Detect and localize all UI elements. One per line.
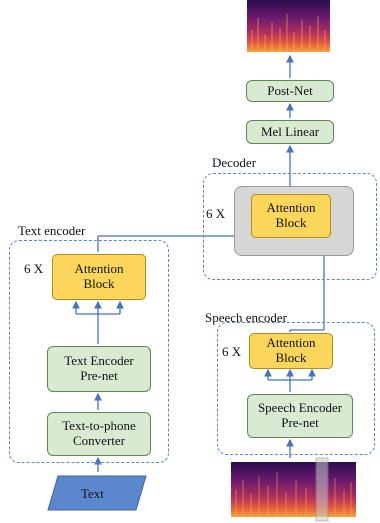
post-net-block: Post-Net [246, 80, 334, 102]
text-encoder-prenet-block: Text Encoder Pre-net [47, 346, 151, 392]
decoder-attention-block: Attention Block [251, 194, 331, 238]
text-encoder-group [9, 240, 169, 463]
speech-encoder-group [217, 322, 375, 455]
speech-prenet-line1: Speech Encoder [257, 400, 343, 416]
decoder-attention-line1: Attention [266, 200, 316, 216]
speech-attention-block: Attention Block [249, 333, 333, 369]
text-input-shape [47, 475, 147, 511]
text-encoder-label: Text encoder [18, 223, 86, 238]
text-encoder-repeat-count: 6 X [24, 261, 44, 276]
decoder-attention-line2: Block [275, 215, 307, 230]
ttp-line1: Text-to-phone [62, 418, 136, 434]
decoder-label: Decoder [212, 155, 257, 170]
input-spectrogram-image [231, 457, 356, 522]
output-spectrogram-image [247, 0, 330, 52]
speech-encoder-label: Speech encoder [205, 310, 287, 325]
text-prenet-line2: Pre-net [80, 368, 118, 383]
speech-attention-line2: Block [275, 350, 307, 365]
text-attention-line2: Block [83, 276, 115, 291]
decoder-repeat-count: 6 X [206, 206, 226, 221]
speech-attention-line1: Attention [266, 335, 316, 351]
text-prenet-line1: Text Encoder [64, 353, 134, 369]
speech-encoder-prenet-block: Speech Encoder Pre-net [247, 394, 353, 438]
post-net-label: Post-Net [267, 82, 313, 98]
mel-linear-label: Mel Linear [260, 123, 320, 139]
speech-prenet-line2: Pre-net [281, 415, 319, 430]
text-attention-block: Attention Block [52, 254, 146, 300]
decoder-group [203, 173, 377, 280]
text-to-phone-block: Text-to-phone Converter [47, 412, 151, 456]
text-attention-line1: Attention [74, 261, 124, 277]
mel-linear-block: Mel Linear [246, 120, 334, 144]
text-input-label: Text [81, 486, 104, 501]
ttp-line2: Converter [73, 433, 125, 448]
speech-encoder-repeat-count: 6 X [222, 344, 242, 359]
